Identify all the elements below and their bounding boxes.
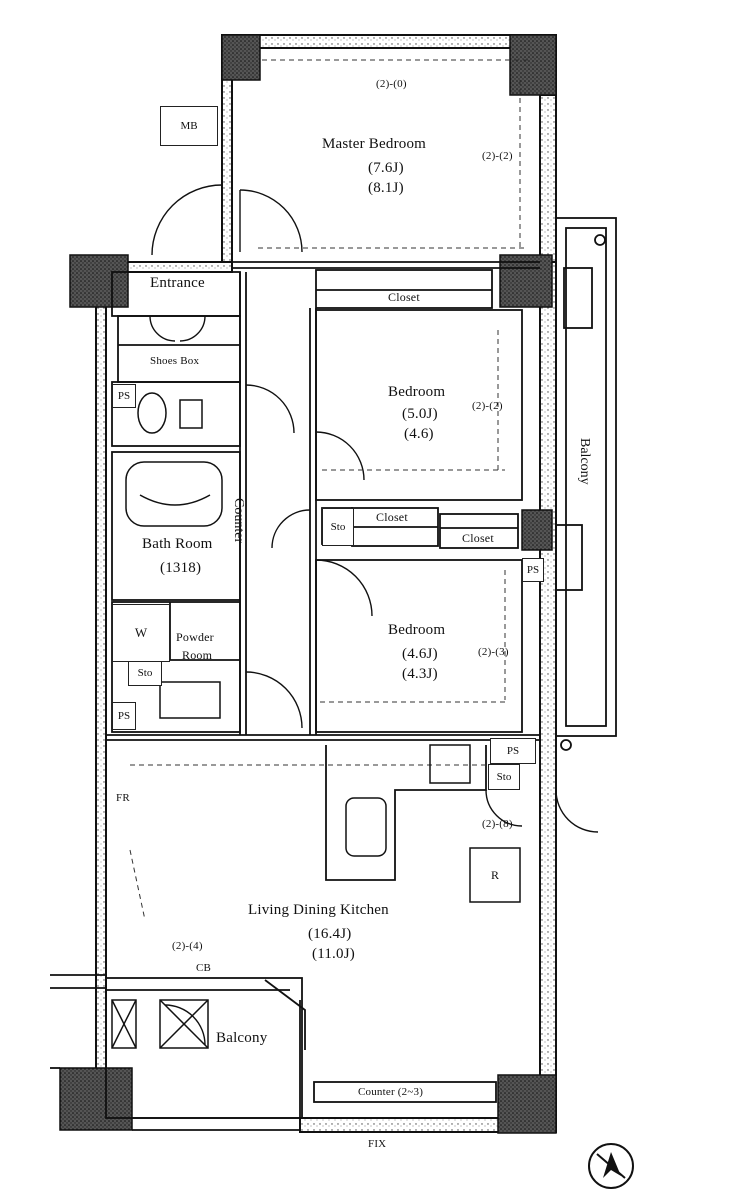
master-bedroom-tatami: (7.6J) (368, 160, 404, 176)
closet-mid-right-label: Closet (462, 531, 494, 545)
bottom-counter-label: Counter (2~3) (358, 1086, 424, 1098)
bath-room-label: Bath Room (142, 536, 213, 552)
master-bedroom-area: (8.1J) (368, 180, 404, 196)
powder-room-label-2: Room (182, 648, 213, 662)
dashed-lines (129, 59, 530, 921)
bath-fixtures (111, 392, 521, 1049)
side-balcony-label: Balcony (577, 438, 592, 485)
storage-box-3: Sto (488, 764, 520, 790)
b2-ceiling-note: (2)-(3) (478, 646, 509, 658)
outer-walls (95, 34, 557, 1133)
washer-box: W (112, 604, 170, 662)
bedroom-1-tatami: (5.0J) (402, 406, 438, 422)
entrance-label: Entrance (150, 275, 205, 291)
bedroom-2-label: Bedroom (388, 622, 446, 638)
bedroom-1-label: Bedroom (388, 384, 446, 400)
ldk-area: (11.0J) (312, 946, 355, 962)
north-compass-icon (588, 1143, 634, 1189)
shoes-box-label: Shoes Box (150, 355, 200, 367)
refrigerator-box: R (490, 867, 499, 882)
mb-ceiling-note: (2)-(2) (482, 150, 513, 162)
meter-box: MB (160, 106, 218, 146)
bottom-fix-note: FIX (368, 1138, 387, 1150)
door-ceiling-note: (2)-(8) (482, 818, 513, 830)
interior-walls (50, 261, 540, 1131)
side-balcony (555, 217, 617, 751)
ldk-cb-note: CB (196, 962, 212, 974)
ldk-tatami: (16.4J) (308, 926, 352, 942)
counter-vertical-label: Counter (231, 498, 246, 544)
ldk-fr-note: FR (116, 792, 130, 804)
ldk-ceiling-note: (2)-(4) (172, 940, 203, 952)
storage-box-1: Sto (322, 508, 354, 546)
structural-columns (59, 34, 557, 1134)
bedroom-2-tatami: (4.6J) (402, 646, 438, 662)
master-closet-label: Closet (388, 290, 420, 304)
powder-room-label-1: Powder (176, 630, 214, 644)
bath-room-size: (1318) (160, 560, 202, 576)
master-bedroom-label: Master Bedroom (322, 136, 427, 152)
small-balcony-label: Balcony (216, 1030, 268, 1046)
ps-box-4: PS (490, 738, 536, 764)
ps-box-1: PS (112, 384, 136, 408)
ps-box-2: PS (522, 558, 544, 582)
ps-box-3: PS (112, 702, 136, 730)
door-swings (149, 184, 599, 1046)
top-ceiling-note: (2)-(0) (376, 78, 407, 90)
ldk-label: Living Dining Kitchen (248, 902, 389, 918)
closet-mid-left-label: Closet (376, 510, 408, 524)
bedroom-1-area: (4.6) (404, 426, 434, 442)
b1-ceiling-note: (2)-(2) (472, 400, 503, 412)
bedroom-2-area: (4.3J) (402, 666, 438, 682)
storage-box-2: Sto (128, 660, 162, 686)
